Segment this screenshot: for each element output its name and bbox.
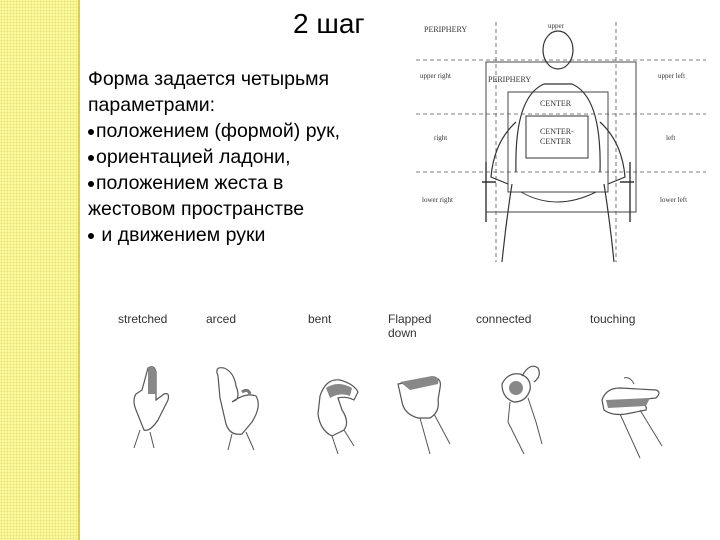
- touching-hand-icon: [601, 377, 663, 459]
- label-upper-left: upper left: [658, 72, 685, 80]
- center-center-box: [525, 115, 589, 159]
- text-line: параметрами:: [88, 94, 216, 116]
- label-center-center-2: CENTER: [540, 137, 572, 146]
- periphery-box: [485, 61, 637, 213]
- label-left: left: [666, 134, 675, 142]
- bullet-item: и движением руки: [88, 222, 408, 248]
- label-lower-right: lower right: [422, 196, 453, 204]
- handshape-label: bent: [308, 312, 332, 326]
- stretched-hand-icon: [133, 366, 170, 449]
- bullet-item: положением (формой) рук,: [88, 118, 408, 144]
- label-center-center-1: CENTER-: [540, 127, 574, 136]
- connected-hand-icon: [501, 365, 543, 455]
- bullet-icon: [88, 180, 94, 187]
- center-box: [507, 91, 609, 193]
- bullet-item: ориентацией ладони,: [88, 144, 408, 170]
- label-center: CENTER: [540, 99, 572, 108]
- handshape-label: connected: [476, 312, 532, 326]
- arced-hand-icon: [216, 367, 259, 451]
- handshape-label: touching: [590, 312, 636, 326]
- bullet-item: положением жеста в: [88, 170, 408, 196]
- text-line: Форма задается четырьмя: [88, 68, 330, 90]
- signing-space-diagram: PERIPHERY upper upper right upper left P…: [416, 22, 706, 262]
- handshape-label: stretched: [118, 312, 168, 326]
- decorative-sidebar: [0, 0, 78, 540]
- figure-head: [542, 30, 574, 70]
- sidebar-divider: [78, 0, 80, 540]
- bullet-icon: [88, 154, 94, 161]
- bullet-icon: [88, 128, 94, 135]
- label-lower-left: lower left: [660, 196, 687, 204]
- bent-hand-icon: [317, 379, 359, 455]
- handshape-label: arced: [206, 312, 237, 326]
- label-upper-right: upper right: [420, 72, 451, 80]
- label-periphery-inner: PERIPHERY: [488, 75, 531, 84]
- label-periphery-top: PERIPHERY: [424, 25, 467, 34]
- label-upper: upper: [548, 22, 565, 30]
- label-right: right: [434, 134, 447, 142]
- bullet-icon: [88, 232, 94, 239]
- figure-torso: [515, 83, 601, 173]
- body-text: Форма задается четырьмя параметрами: пол…: [88, 66, 408, 248]
- slide-title: 2 шаг: [293, 8, 365, 39]
- text-line: жестовом пространстве: [88, 198, 305, 220]
- flapped-down-hand-icon: [397, 376, 451, 455]
